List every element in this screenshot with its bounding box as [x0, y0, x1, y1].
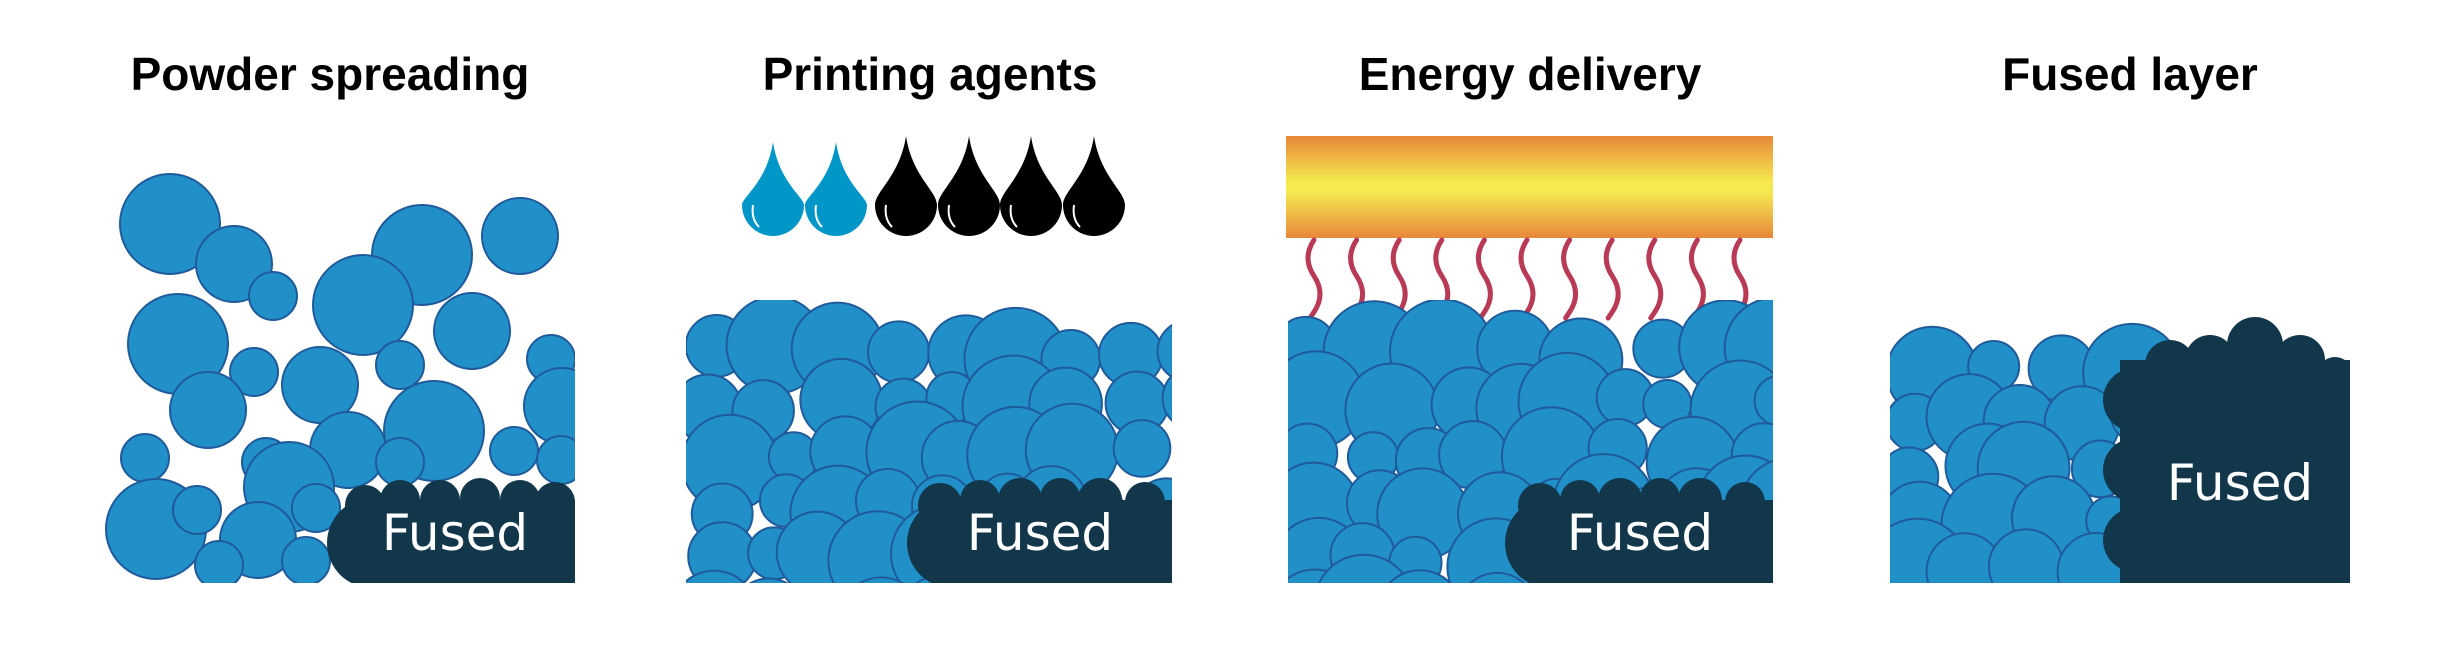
fused-bump: [2317, 357, 2350, 393]
drop-highlight: [1072, 204, 1081, 228]
agent-drops: [742, 136, 1125, 236]
fused-label: Fused: [967, 504, 1113, 562]
fused-bump: [380, 480, 420, 520]
fused-layer-panel: [1890, 317, 2350, 583]
powder-particle: [375, 437, 425, 487]
powder-particle: [248, 271, 298, 321]
blue-agent-drop-icon: [742, 142, 804, 236]
black-agent-drop-icon: [938, 136, 1000, 236]
energy-delivery-panel: [1288, 300, 1773, 645]
powder-particle: [858, 576, 905, 583]
powder-particle: [1036, 580, 1062, 583]
black-agent-drop-icon: [1063, 136, 1125, 236]
powder-particle: [375, 340, 425, 390]
fused-bump: [2103, 508, 2167, 572]
heat-wave: [1646, 237, 1664, 321]
fused-bump: [918, 483, 962, 527]
heat-wave: [1603, 237, 1621, 321]
powder-particle: [867, 320, 931, 384]
fused-bump: [1725, 482, 1765, 522]
fused-bump: [500, 480, 540, 520]
panel-title-fused-layer: Fused layer: [2002, 48, 2258, 100]
black-agent-drop-icon: [875, 136, 937, 236]
fused-bump: [960, 480, 1000, 520]
fused-label: Fused: [382, 504, 528, 562]
fused-bump: [1560, 480, 1600, 520]
panel-title-energy-delivery: Energy delivery: [1359, 48, 1702, 100]
powder-particle: [1599, 573, 1652, 583]
fused-bump: [1078, 478, 1122, 522]
fused-bump: [2103, 368, 2167, 432]
fused-label: Fused: [2167, 454, 2313, 512]
fused-bump: [1040, 478, 1080, 518]
powder-particle: [1110, 582, 1125, 583]
powder-particle: [169, 371, 247, 449]
fused-label: Fused: [1567, 504, 1713, 562]
fused-bump: [1678, 478, 1722, 522]
heat-wave: [1518, 237, 1536, 321]
powder-particle: [1987, 528, 2065, 583]
fused-region: [327, 498, 417, 583]
blue-agent-drop-icon: [805, 142, 867, 236]
fused-bump: [1640, 478, 1680, 518]
heat-wave: [1475, 237, 1493, 321]
fused-bump: [1598, 478, 1642, 522]
heat-wave: [1688, 237, 1706, 321]
fused-bump: [345, 485, 385, 525]
fused-bump: [420, 480, 460, 520]
black-agent-drop-icon: [1000, 136, 1062, 236]
fused-bump: [2145, 340, 2195, 390]
fused-bump: [998, 478, 1042, 522]
fused-bump: [460, 478, 500, 518]
drop-highlight: [751, 204, 760, 228]
panel-title-powder-spreading: Powder spreading: [131, 48, 530, 100]
powder-particle: [281, 536, 331, 583]
powder-particle: [804, 590, 855, 641]
fused-bump: [1518, 483, 1562, 527]
drop-highlight: [814, 204, 823, 228]
drop-highlight: [884, 204, 893, 228]
panel-title-printing-agents: Printing agents: [763, 48, 1098, 100]
powder-particle: [120, 433, 170, 483]
powder-particle: [172, 485, 222, 535]
powder-particle: [1317, 553, 1410, 583]
powder-particle: [1156, 324, 1172, 379]
drop-highlight: [947, 204, 956, 228]
powder-particle: [1469, 571, 1526, 583]
heat-wave: [1390, 237, 1408, 321]
printing-agents-panel: [686, 300, 1172, 641]
powder-particle: [433, 292, 511, 370]
fused-bump: [535, 482, 575, 522]
powder-particle: [523, 367, 575, 445]
powder-particle: [686, 569, 746, 583]
powder-particle: [119, 173, 221, 275]
fused-bump: [2185, 335, 2235, 385]
powder-spreading-panel: [105, 173, 575, 583]
powder-particle: [1753, 375, 1773, 426]
powder-particle: [915, 576, 955, 583]
heat-wave: [1561, 237, 1579, 321]
powder-particle: [1161, 374, 1172, 422]
powder-particle: [1112, 419, 1172, 478]
powder-particle: [229, 347, 279, 397]
powder-particle: [1388, 569, 1452, 583]
heat-wave: [1305, 237, 1323, 321]
energy-lamp: [1286, 136, 1773, 238]
powder-particle: [291, 483, 341, 533]
powder-particle: [312, 254, 414, 356]
fused-bump: [1125, 482, 1165, 522]
powder-particle: [1697, 589, 1753, 645]
fused-bump: [2275, 335, 2325, 385]
powder-particle: [481, 197, 559, 275]
fused-bump: [2103, 438, 2167, 502]
powder-particle: [748, 577, 789, 583]
powder-particle: [194, 540, 244, 583]
powder-particle: [489, 426, 539, 476]
powder-particle: [536, 435, 575, 485]
drop-highlight: [1009, 204, 1018, 228]
fused-bump: [2227, 317, 2283, 373]
